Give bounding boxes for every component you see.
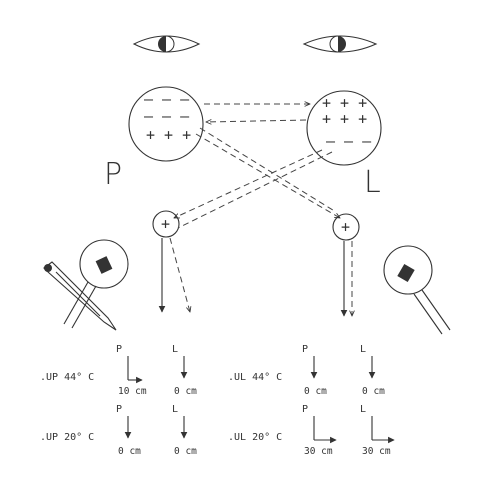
right-ball-charge: + <box>341 218 350 236</box>
reading-block: .UP 20° C P 0 cm L 0 cm <box>40 404 197 457</box>
p-reading-label: P <box>116 404 122 415</box>
l-reading-label: L <box>360 344 366 355</box>
right-sphere-row1: + + + <box>322 94 367 112</box>
p-reading-label: P <box>302 404 308 415</box>
reading-block: .UL 44° C P 0 cm L 0 cm <box>228 344 385 397</box>
reading-block: .UL 20° C P 30 cm L 30 cm <box>228 404 395 457</box>
l-reading-value: 0 cm <box>174 446 197 457</box>
l-reading-value: 0 cm <box>362 386 385 397</box>
l-reading-label: L <box>360 404 366 415</box>
l-reading-label: L <box>172 344 178 355</box>
measurement-table: .UP 44° C P 10 cm L 0 cm .UL 44° C P 0 cm L 0 cm.… <box>40 344 395 457</box>
reading-block: .UP 44° C P 10 cm L 0 cm <box>40 344 197 397</box>
condition-label: .UL 20° C <box>228 432 282 443</box>
l-reading-value: 30 cm <box>362 446 391 457</box>
left-sphere-row2: — — — <box>144 107 190 125</box>
left-ball <box>152 210 180 238</box>
left-eye-icon <box>132 35 201 53</box>
left-sphere-row1: — — — <box>144 90 190 108</box>
condition-label: .UP 44° C <box>40 372 94 383</box>
left-sphere-row3: + + + <box>146 126 191 144</box>
right-sphere-row3: — — — <box>326 132 372 150</box>
p-reading-value: 10 cm <box>118 386 147 397</box>
p-reading-label: P <box>302 344 308 355</box>
p-reading-value: 30 cm <box>304 446 333 457</box>
field-lines <box>174 104 340 229</box>
left-ball-charge: + <box>161 215 170 233</box>
l-reading-value: 0 cm <box>174 386 197 397</box>
right-ball <box>332 213 360 241</box>
right-eye-icon <box>302 35 378 53</box>
right-sphere-row2: + + + <box>322 110 367 128</box>
l-reading-label: L <box>172 404 178 415</box>
p-reading-label: P <box>116 344 122 355</box>
condition-label: .UP 20° C <box>40 432 94 443</box>
condition-label: .UL 44° C <box>228 372 282 383</box>
p-reading-value: 0 cm <box>118 446 141 457</box>
left-sphere <box>128 86 204 162</box>
label-p: P <box>104 157 122 192</box>
ball-arrows <box>158 237 352 317</box>
p-reading-value: 0 cm <box>304 386 327 397</box>
left-heater-icon <box>43 239 129 331</box>
right-heater-icon <box>383 245 451 335</box>
right-sphere <box>306 90 382 166</box>
label-l: L <box>364 165 381 200</box>
